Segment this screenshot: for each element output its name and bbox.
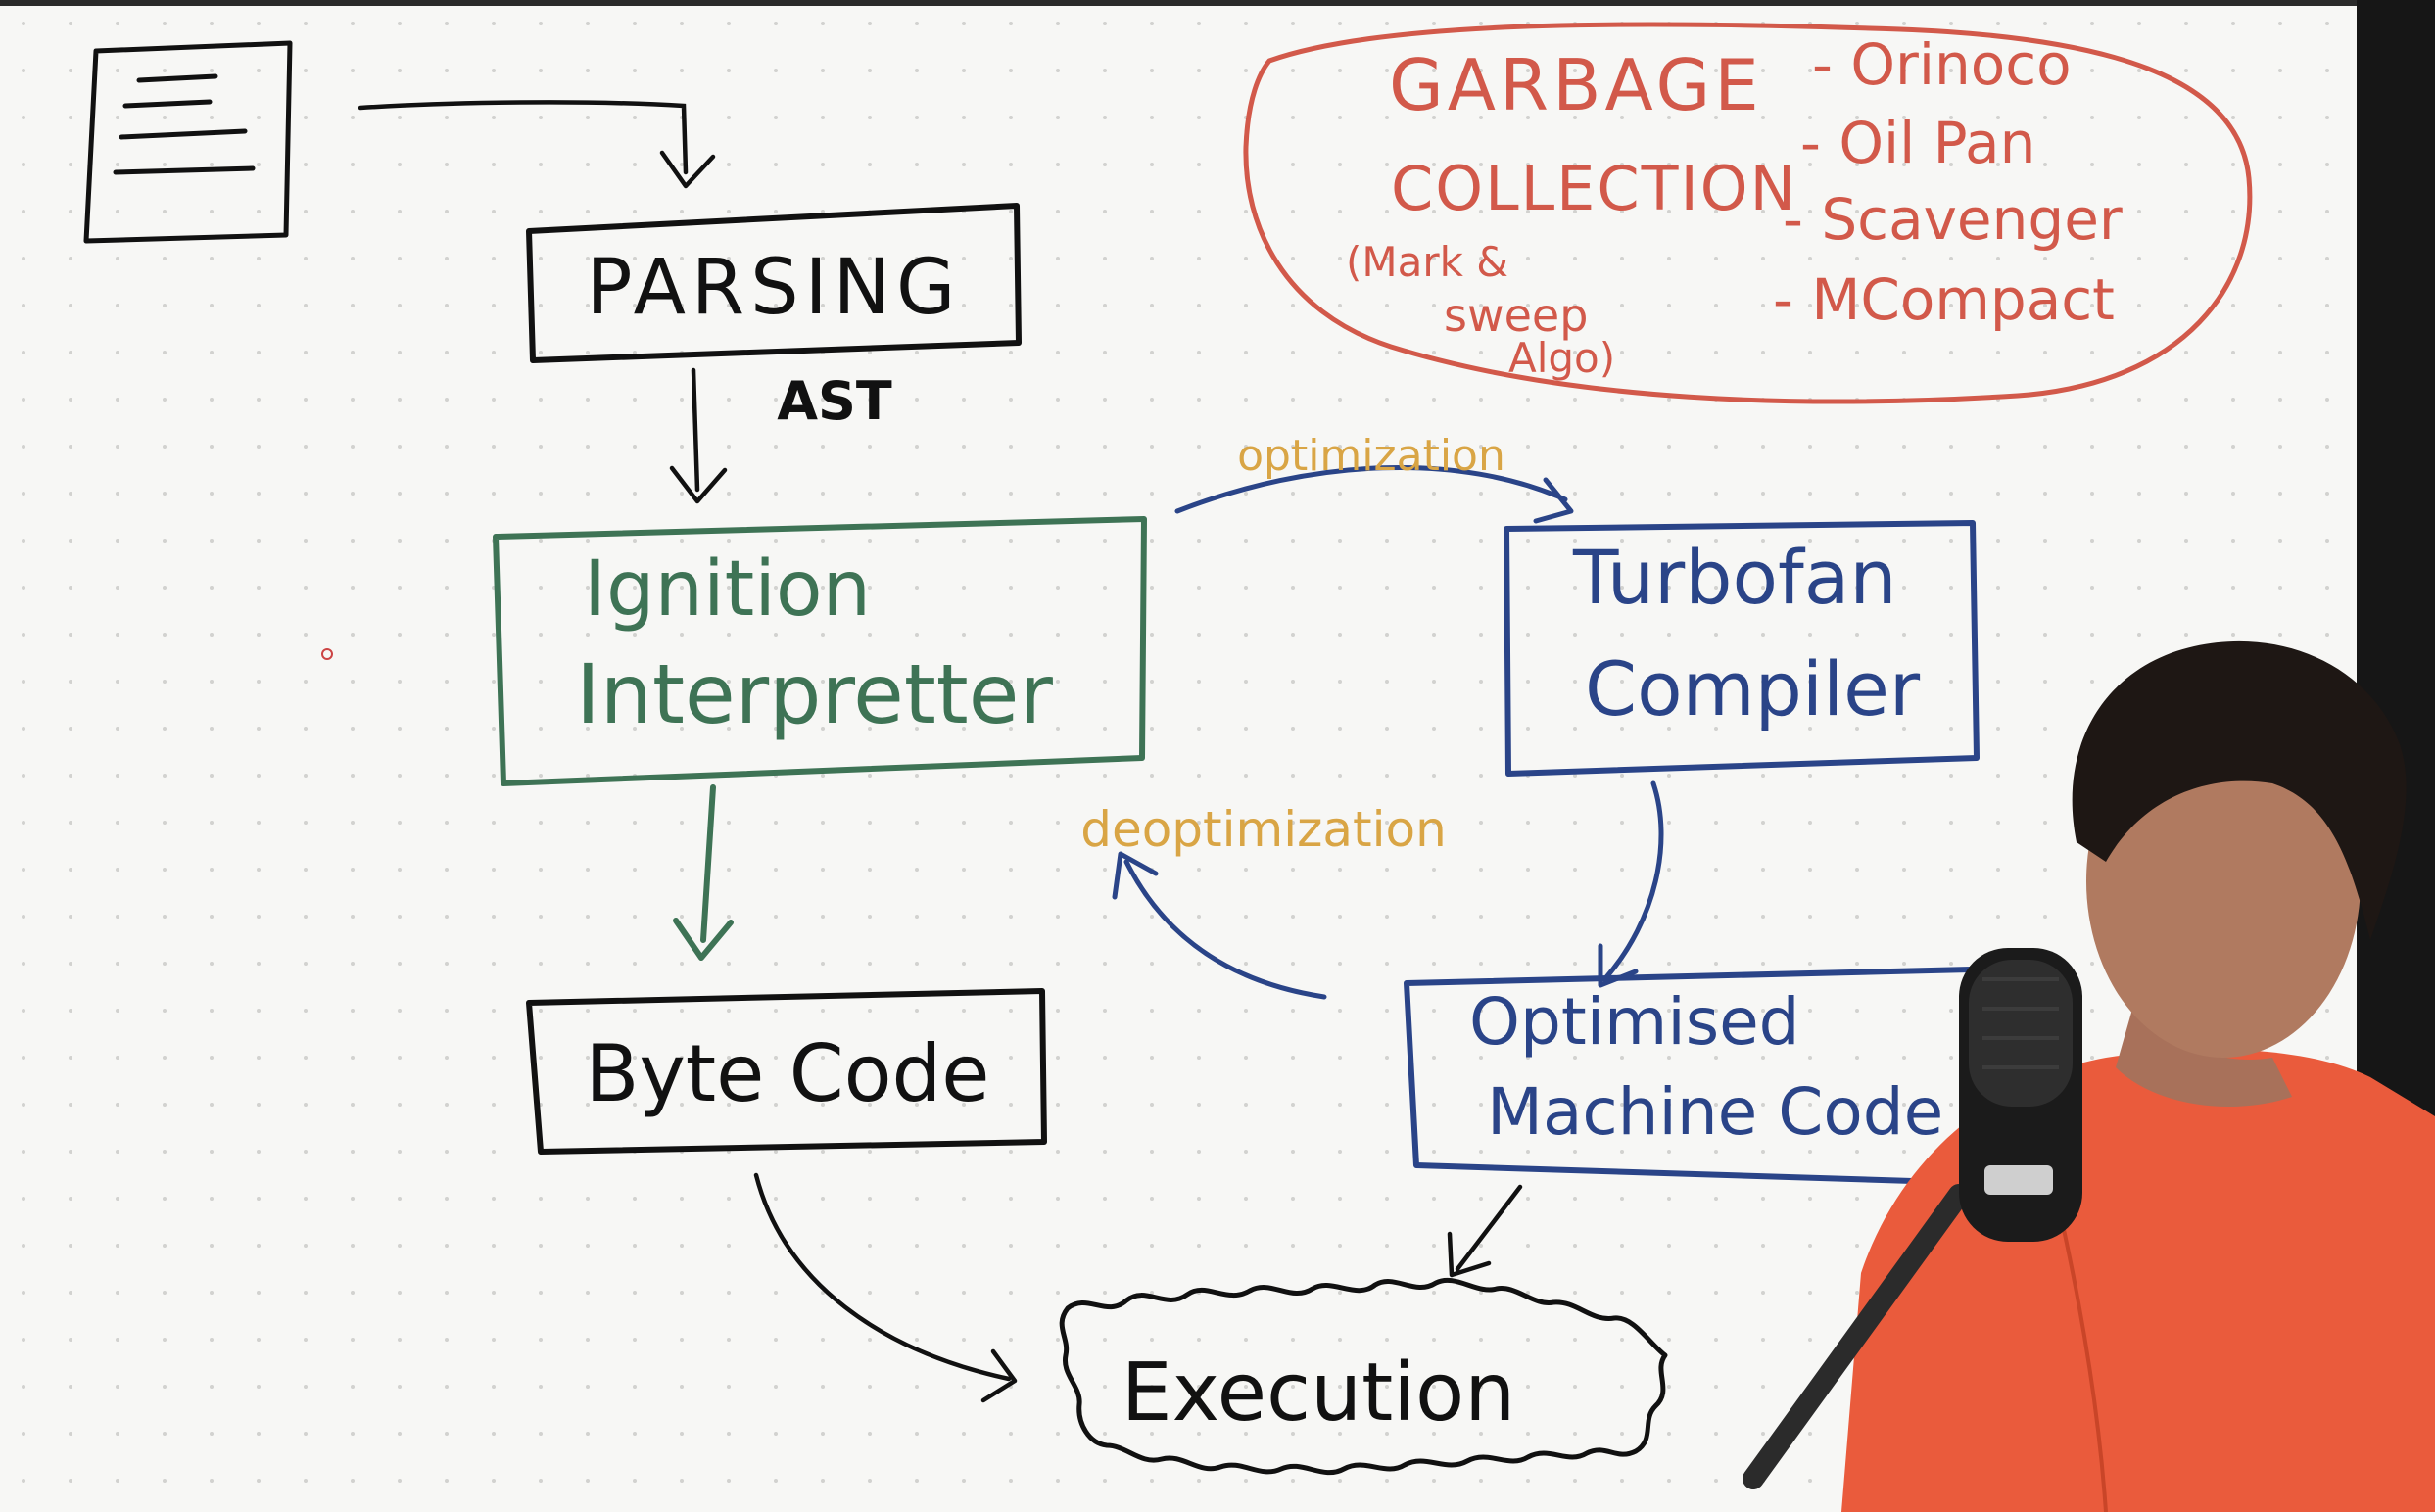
arrow-ignition-to-bytecode [673,784,734,961]
gc-item-3: - Scavenger [1783,186,2123,253]
optimised-line2: Machine Code [1487,1074,1943,1150]
turbofan-compiler-box: Turbofan Compiler [1504,520,1980,777]
arrow-bytecode-to-execution [753,1172,1018,1403]
gc-note-line1: (Mark & [1346,238,1508,286]
ignition-interpreter-box: Ignition Interpretter [493,516,1147,786]
stray-dot [321,648,333,660]
bytecode-label: Byte Code [585,1028,989,1119]
arrow-optimised-to-execution [1447,1184,1523,1278]
optimization-label: optimization [1237,431,1505,481]
parsing-label: PARSING [587,244,962,332]
gc-item-4: - MCompact [1773,266,2115,333]
turbofan-line1: Turbofan [1572,534,1897,621]
gc-title-line2: COLLECTION [1391,153,1797,224]
ast-label: AST [777,370,892,432]
document-icon [83,40,293,244]
gc-item-1: - Orinoco [1812,31,2072,98]
parsing-box: PARSING [526,203,1022,363]
arrow-deoptimization [1112,851,1327,1000]
window-right-edge [2357,0,2435,1512]
garbage-collection-bubble: GARBAGE COLLECTION (Mark & sweep Algo) -… [1243,22,2253,404]
gc-item-2: - Oil Pan [1800,110,2035,176]
optimised-line1: Optimised [1469,984,1800,1060]
execution-label: Execution [1122,1347,1515,1440]
gc-note-line2: sweep [1444,289,1588,342]
arrow-optimization [1174,465,1574,524]
gc-title-line1: GARBAGE [1389,44,1763,126]
ignition-line2: Interpretter [576,646,1053,742]
turbofan-line2: Compiler [1585,645,1921,732]
arrow-parsing-to-ignition [669,367,728,504]
ignition-line1: Ignition [584,545,871,634]
bytecode-box: Byte Code [526,988,1047,1155]
arrow-source-to-parsing [358,100,716,189]
gc-note-line3: Algo) [1508,334,1615,382]
deoptimization-label: deoptimization [1080,801,1447,858]
execution-cloud: Execution [1059,1277,1668,1476]
top-edge [0,0,2435,6]
